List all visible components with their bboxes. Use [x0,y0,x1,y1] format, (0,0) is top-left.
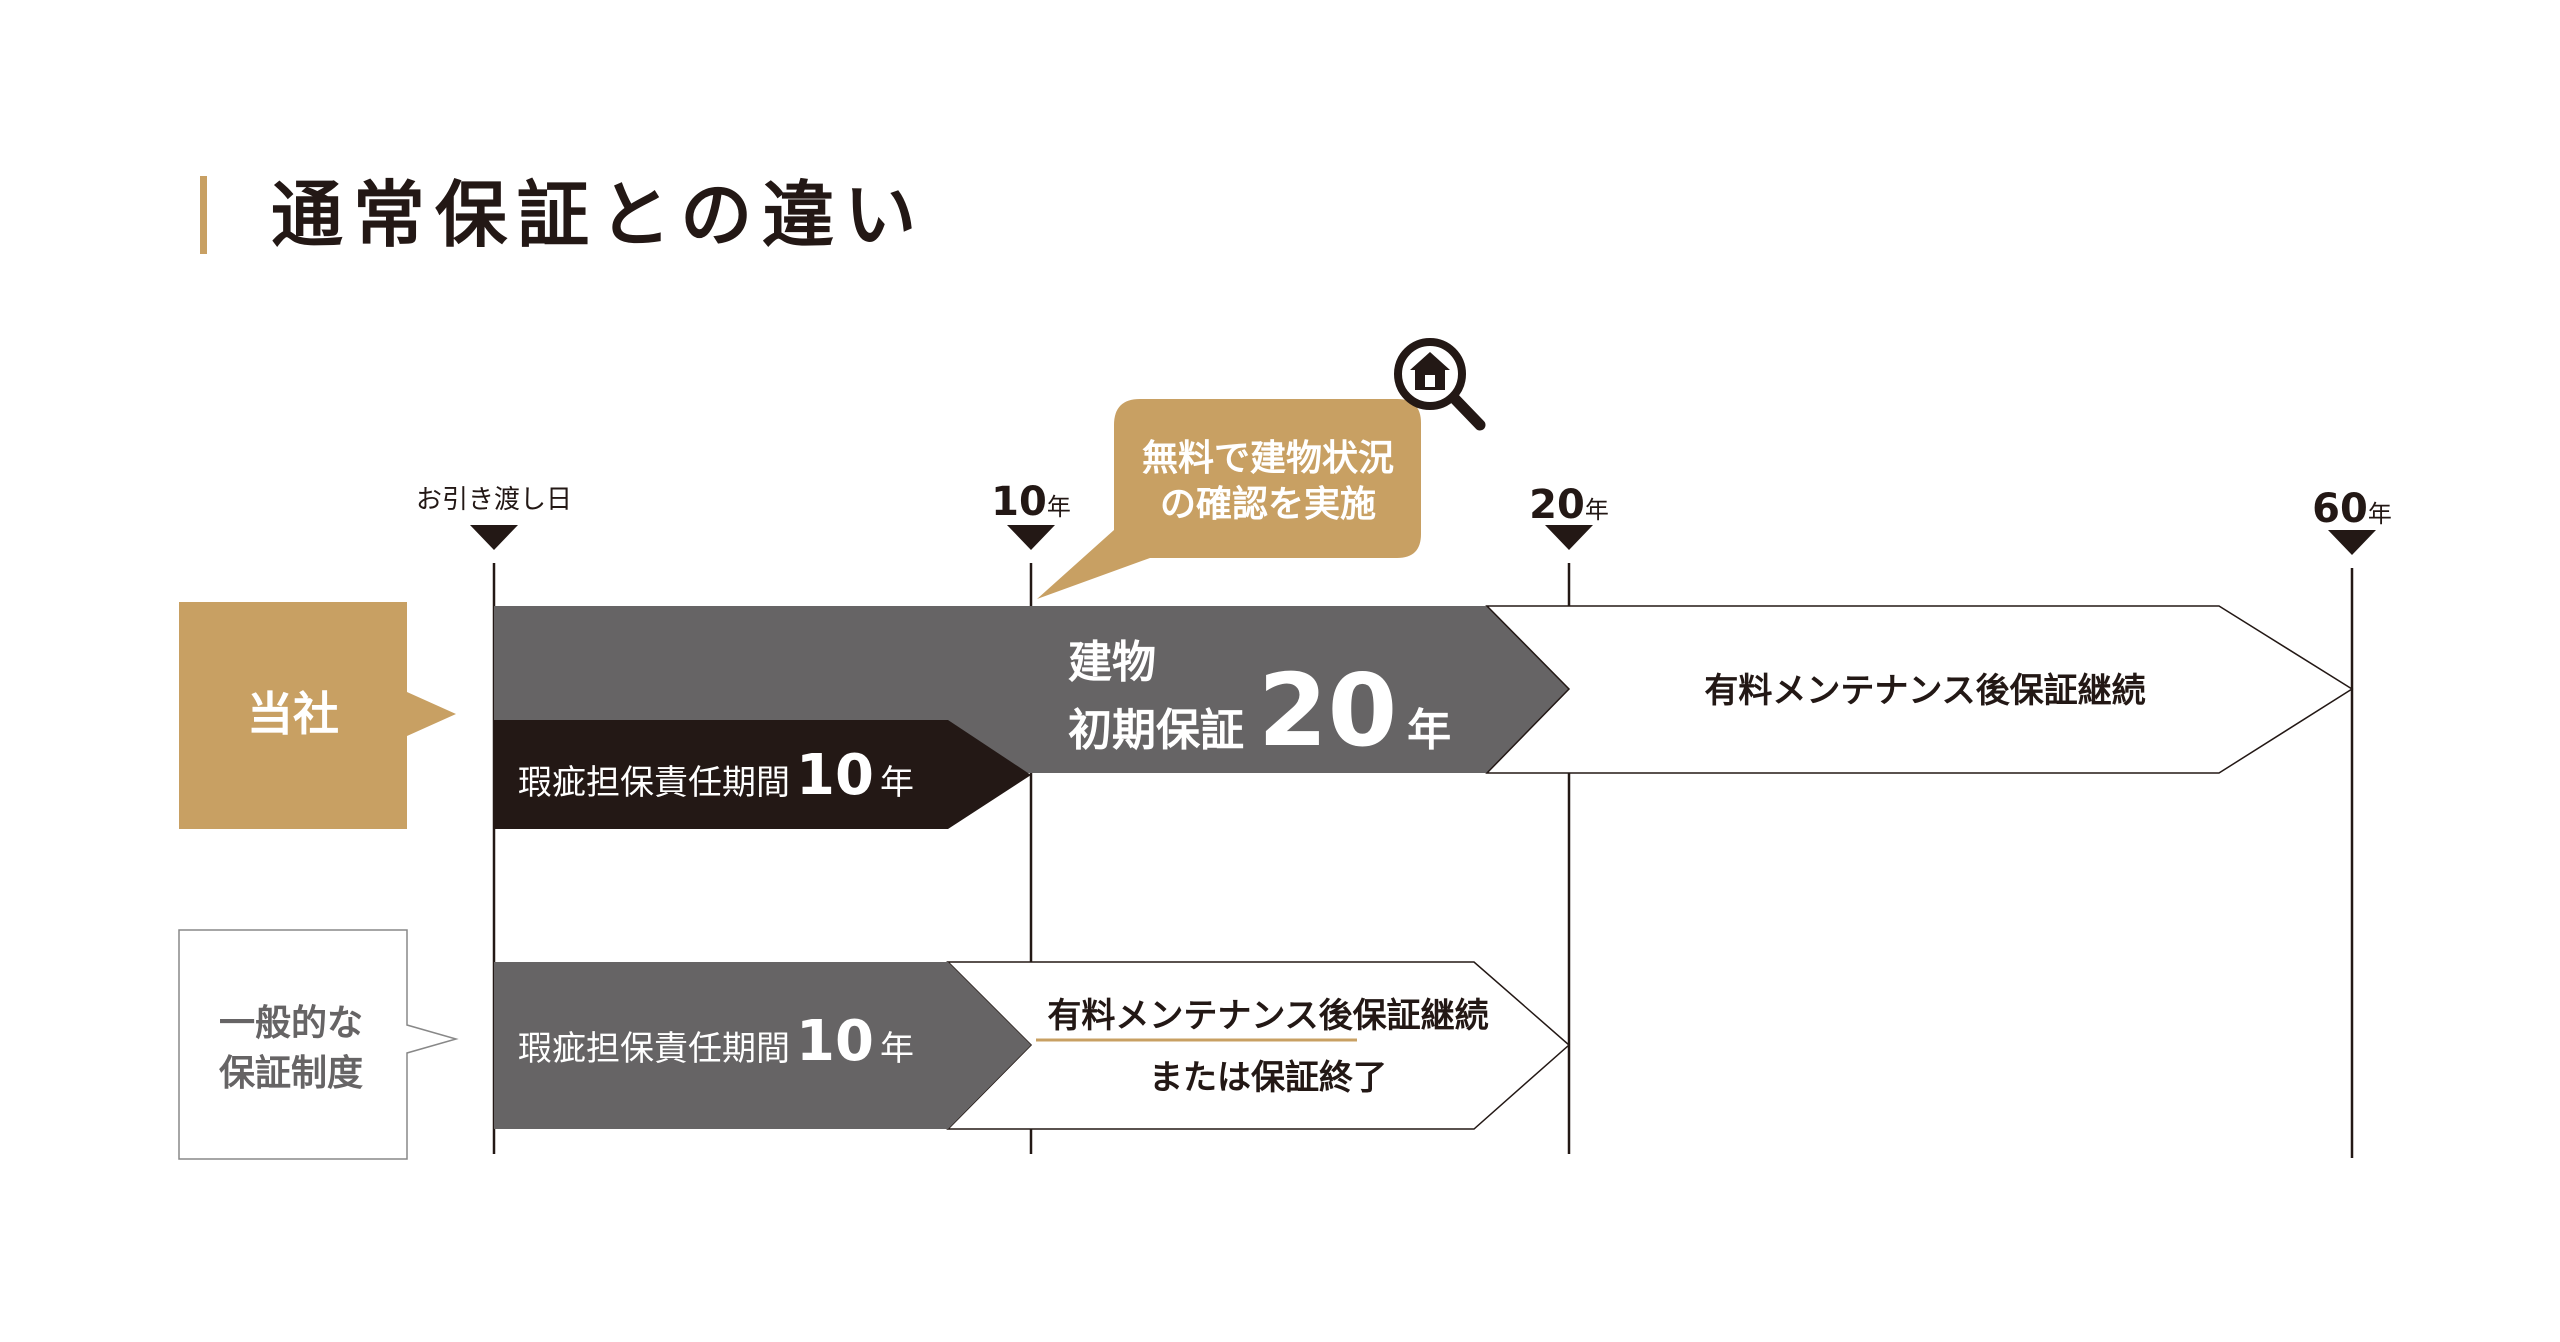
title-accent-bar [200,176,207,254]
ours-initial-line-2: 初期保証 [1068,705,1244,756]
ours-initial-unit: 年 [1407,705,1451,756]
bubble-line-1: 無料で建物状況 [1142,438,1394,479]
general-label-line-2: 保証制度 [219,1053,363,1094]
general-label-line-1: 一般的な [219,1003,363,1044]
ours-initial-line-1: 建物 [1068,637,1156,688]
general-label-box: 一般的な 保証制度 [178,929,459,1160]
marker-10y-triangle [1007,525,1055,550]
ours-continued-text: 有料メンテナンス後保証継続 [1704,671,2145,711]
general-continued-line-2: または保証終了 [1149,1058,1387,1098]
marker-10y-unit: 年 [1047,493,1071,521]
page-title: 通常保証との違い [271,173,926,257]
ours-initial-number: 20 [1258,652,1397,769]
ours-defect-number: 10 [796,743,874,808]
ours-defect-text: 瑕疵担保責任期間 [518,763,790,803]
marker-60y-triangle [2328,530,2376,555]
marker-start-label: お引き渡し日 [416,485,572,515]
ours-continued-bar [1485,605,2354,774]
general-continued-bar [946,961,1571,1130]
general-continued-line-1: 有料メンテナンス後保証継続 [1047,996,1488,1036]
general-defect-bar [494,962,1031,1129]
ours-label: 当社 [247,687,339,741]
marker-10y-number: 10 [991,479,1047,525]
general-defect-text: 瑕疵担保責任期間 [518,1029,790,1069]
marker-start-triangle [470,525,518,550]
marker-20y-triangle [1545,525,1593,550]
house-magnifier-icon [1394,338,1486,431]
bubble-line-2: の確認を実施 [1160,484,1376,525]
marker-20y-label: 20年 [1529,482,1609,528]
inspection-bubble: 無料で建物状況 の確認を実施 [1037,399,1421,599]
general-defect-unit: 年 [880,1029,914,1069]
marker-60y-label: 60年 [2312,486,2392,532]
marker-60y-unit: 年 [2368,500,2392,528]
marker-10y-label: 10年 [991,479,1071,525]
marker-20y-number: 20 [1529,482,1585,528]
general-defect-number: 10 [796,1009,874,1074]
marker-60y-number: 60 [2312,486,2368,532]
ours-defect-unit: 年 [880,763,914,803]
ours-defect-bar [494,720,1031,829]
ours-label-box: 当社 [179,602,456,829]
marker-20y-unit: 年 [1585,496,1609,524]
